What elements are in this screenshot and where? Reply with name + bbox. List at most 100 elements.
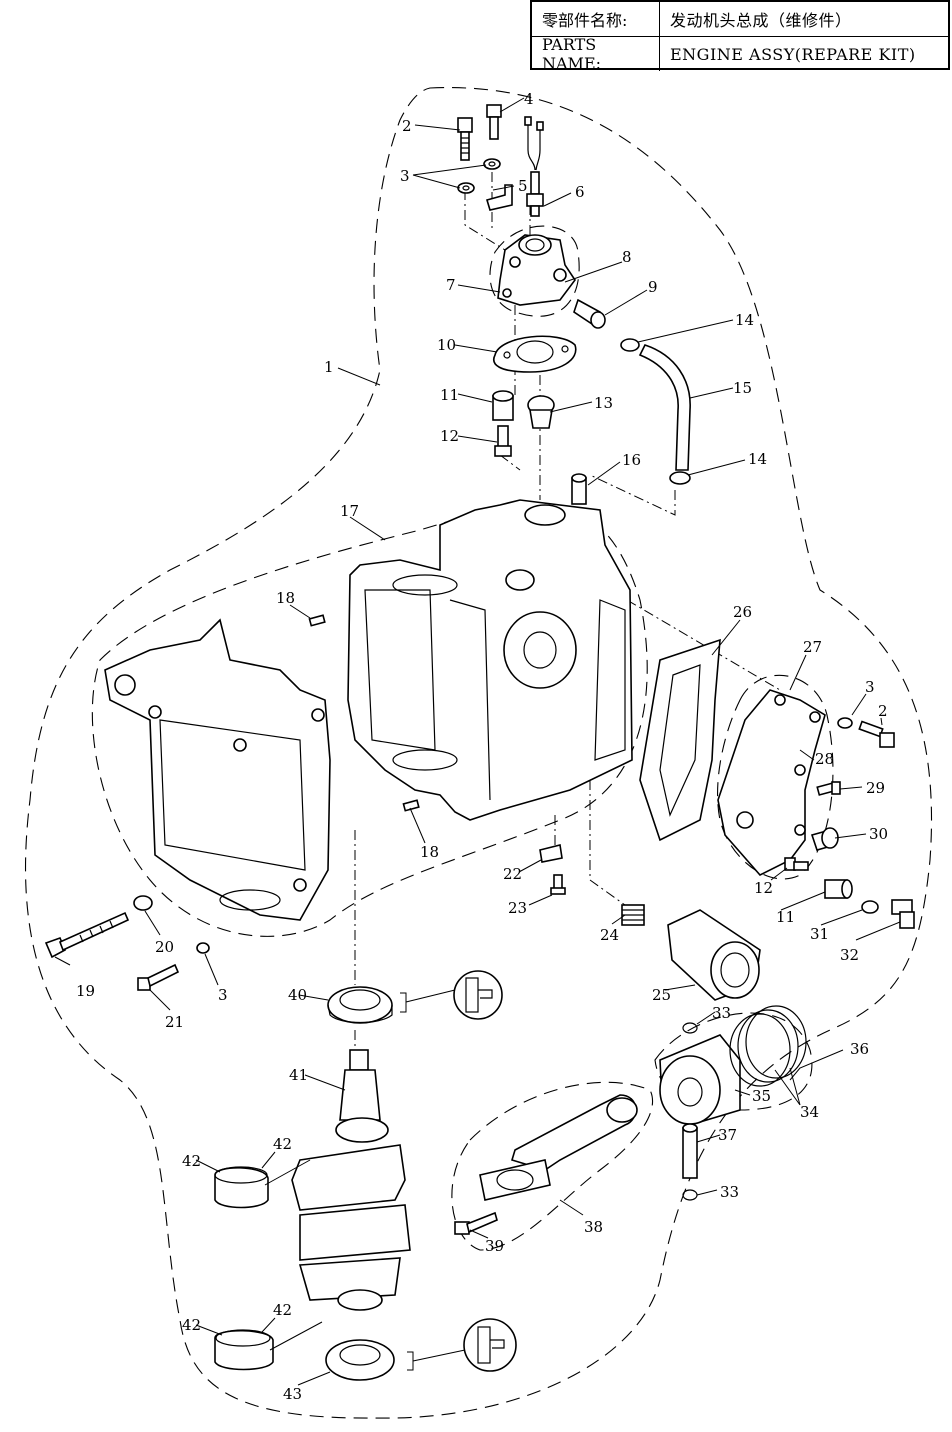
callout-11: 11	[440, 386, 459, 404]
callout-22: 22	[503, 865, 522, 883]
callout-14: 14	[748, 450, 767, 468]
callout-23: 23	[508, 899, 527, 917]
piston-ring-34	[745, 1005, 807, 1079]
thermostat-13	[527, 395, 555, 429]
callout-33: 33	[712, 1004, 731, 1022]
circlip-33	[682, 1189, 698, 1201]
callout-37: 37	[718, 1126, 737, 1144]
bolt-21	[137, 963, 180, 991]
washer-3	[483, 158, 501, 170]
callout-20: 20	[155, 938, 174, 956]
oil-seal-40	[327, 986, 393, 1024]
alignment-line	[499, 454, 521, 471]
callout-29: 29	[866, 779, 885, 797]
bearing-42-lower	[214, 1329, 274, 1371]
callout-26: 26	[733, 603, 752, 621]
alignment-line	[464, 190, 506, 251]
parts-name-label-en: PARTS NAME:	[532, 35, 660, 73]
block-group-boundary	[91, 503, 648, 937]
washer-31	[861, 900, 879, 914]
callout-2: 2	[402, 117, 412, 135]
detail-inset-lower	[407, 1318, 517, 1372]
dowel-pin-18	[402, 799, 420, 812]
title-row-cn: 零部件名称: 发动机头总成（维修件）	[532, 2, 948, 37]
crankshaft-41	[291, 1049, 411, 1311]
parts-name-value-cn: 发动机头总成（维修件）	[670, 11, 852, 30]
callout-27: 27	[803, 638, 822, 656]
callout-24: 24	[600, 926, 619, 944]
callout-5: 5	[518, 177, 528, 195]
block-22	[539, 844, 563, 863]
callout-11: 11	[776, 908, 795, 926]
bracket-27	[717, 689, 826, 876]
callout-42: 42	[182, 1316, 201, 1334]
piston-ring-34	[729, 1013, 791, 1087]
thermostat-group-boundary	[489, 225, 580, 317]
callout-15: 15	[733, 379, 752, 397]
washer-3	[837, 717, 853, 729]
bolt-29	[816, 781, 841, 796]
callout-6: 6	[575, 183, 585, 201]
oil-filter-adapter-24	[621, 904, 645, 926]
bolt-23	[550, 874, 566, 895]
bolt-12	[494, 425, 512, 457]
leader-lines	[54, 97, 901, 1386]
thermostat-cover-7	[497, 234, 576, 306]
assembly-boundary	[24, 87, 933, 1419]
callout-42: 42	[273, 1135, 292, 1153]
callout-30: 30	[869, 825, 888, 843]
callout-21: 21	[165, 1013, 184, 1031]
hose-clamp-14	[669, 471, 691, 485]
callout-14: 14	[735, 311, 754, 329]
water-hose-15	[638, 344, 691, 471]
bolt-39	[454, 1211, 498, 1235]
alignment-line	[589, 474, 676, 516]
detail-inset-upper	[400, 970, 503, 1020]
callout-25: 25	[652, 986, 671, 1004]
alignment-line	[609, 589, 781, 691]
callout-43: 43	[283, 1385, 302, 1403]
gasket-26	[639, 638, 721, 842]
callout-41: 41	[289, 1066, 308, 1084]
parts-name-label-cn: 零部件名称:	[532, 2, 660, 36]
callout-13: 13	[594, 394, 613, 412]
callout-38: 38	[584, 1218, 603, 1236]
piston-35	[659, 1034, 741, 1126]
crankcase	[104, 618, 331, 921]
callout-19: 19	[76, 982, 95, 1000]
bracket-group-boundary	[717, 674, 834, 880]
washer-3-lower	[196, 942, 210, 954]
callout-12: 12	[440, 427, 459, 445]
callout-1: 1	[324, 358, 334, 376]
callout-16: 16	[622, 451, 641, 469]
callout-3: 3	[400, 167, 410, 185]
bolt-12-right	[784, 857, 809, 871]
callout-4: 4	[524, 90, 534, 108]
washer-20	[133, 895, 153, 911]
callout-34: 34	[800, 1103, 819, 1121]
callout-42: 42	[273, 1301, 292, 1319]
gasket-10	[493, 335, 577, 373]
piston-ring-34	[737, 1009, 799, 1083]
callout-3: 3	[865, 678, 875, 696]
dowel-pin-18	[308, 614, 326, 627]
title-row-en: PARTS NAME: ENGINE ASSY(REPARE KIT)	[532, 35, 948, 73]
callout-36: 36	[850, 1040, 869, 1058]
callout-9: 9	[648, 278, 658, 296]
title-block: 零部件名称: 发动机头总成（维修件） PARTS NAME: ENGINE AS…	[530, 0, 950, 73]
callout-8: 8	[622, 248, 632, 266]
callout-2: 2	[878, 702, 888, 720]
callout-33: 33	[720, 1183, 739, 1201]
washer-3	[457, 182, 475, 194]
callout-17: 17	[340, 502, 359, 520]
bearing-42-upper	[214, 1166, 269, 1209]
parts-name-value-en: ENGINE ASSY(REPARE KIT)	[670, 44, 916, 64]
connecting-rod-38	[479, 1094, 638, 1201]
fitting-30	[810, 827, 839, 851]
hose-clamp-14	[620, 338, 640, 352]
oil-seal-43	[325, 1339, 395, 1381]
callout-35: 35	[752, 1087, 771, 1105]
spacer-11	[492, 390, 514, 421]
hose-fitting-9	[573, 298, 606, 329]
